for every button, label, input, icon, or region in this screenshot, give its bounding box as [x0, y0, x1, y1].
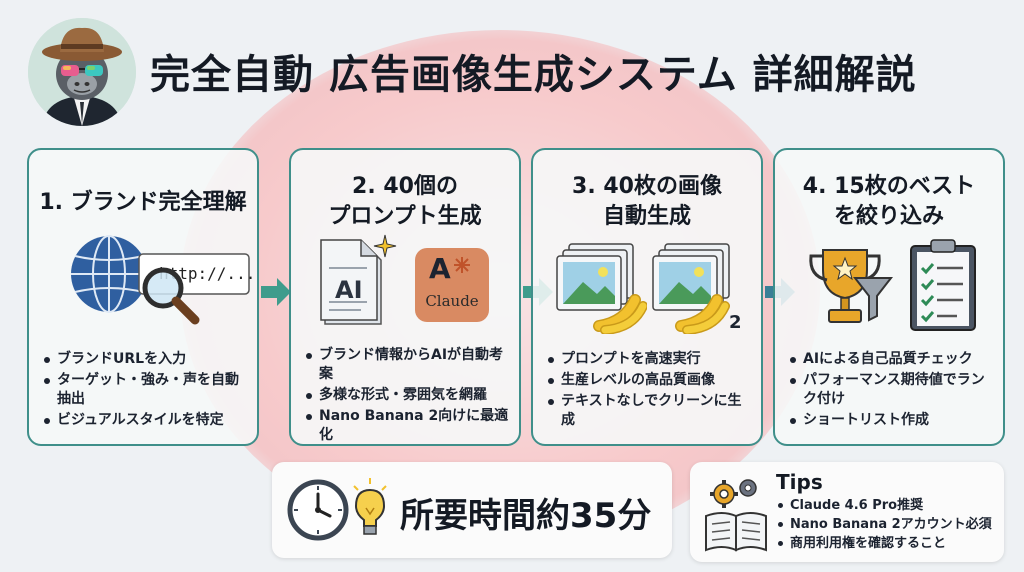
image-stack-icon: [556, 243, 647, 334]
sparkle-icon: [373, 234, 397, 258]
header: 完全自動 広告画像生成システム 詳細解説: [0, 0, 1024, 140]
time-panel: 所要時間約35分: [272, 462, 672, 558]
step-card-2: 2. 40個の プロンプト生成 AI A Claude ブラン: [289, 148, 521, 446]
list-item: ビジュアルスタイルを特定: [41, 411, 251, 430]
list-item: プロンプトを高速実行: [545, 350, 755, 369]
list-item: ショートリスト作成: [787, 411, 997, 430]
step-card-3: 3. 40枚の画像 自動生成 2: [531, 148, 763, 446]
gears-icon: [705, 479, 767, 552]
arrow-right-icon: [261, 278, 291, 306]
gorilla-avatar-icon: [28, 18, 136, 126]
globe-icon: [71, 235, 250, 313]
list-item: Nano Banana 2向けに最適化: [303, 407, 513, 445]
list-item: パフォーマンス期待値でランク付け: [787, 371, 997, 409]
step-2-title-line-2: プロンプト生成: [328, 204, 482, 229]
step-1-bullets: ブランドURLを入力 ターゲット・強み・声を自動抽出 ビジュアルスタイルを特定: [41, 350, 251, 432]
magnifier-icon: [142, 267, 200, 325]
book-icon: [705, 512, 767, 552]
step-2-bullets: ブランド情報からAIが自動考案 多様な形式・雰囲気を網羅 Nano Banana…: [303, 346, 513, 447]
step-4-title-line-1: 4. 15枚のベスト: [802, 174, 976, 199]
tips-panel: Tips Claude 4.6 Pro推奨 Nano Banana 2アカウント…: [690, 462, 1004, 562]
step-3-illustration: 2: [533, 234, 761, 354]
step-2-title: 2. 40個の プロンプト生成: [291, 172, 519, 232]
step-1-title: 1. ブランド完全理解: [29, 188, 257, 218]
trophy-icon: [809, 249, 881, 323]
step-3-bullets: プロンプトを高速実行 生産レベルの高品質画像 テキストなしでクリーンに生成: [545, 350, 755, 432]
list-item: 商用利用権を確認すること: [776, 534, 992, 553]
url-bar-text: http://...: [159, 264, 256, 283]
page-title: 完全自動 広告画像生成システム 詳細解説: [150, 52, 917, 98]
step-1-title-line-1: 1. ブランド完全理解: [39, 190, 247, 215]
list-item: Claude 4.6 Pro推奨: [776, 496, 992, 515]
clock-icon: [287, 479, 349, 541]
list-item: ブランド情報からAIが自動考案: [303, 346, 513, 384]
step-3-title-line-1: 3. 40枚の画像: [572, 174, 722, 199]
list-item: AIによる自己品質チェック: [787, 350, 997, 369]
step-4-title: 4. 15枚のベスト を絞り込み: [775, 172, 1003, 232]
funnel-icon: [853, 277, 893, 322]
list-item: テキストなしでクリーンに生成: [545, 392, 755, 430]
step-1-illustration: http://...: [29, 234, 257, 354]
step-card-4: 4. 15枚のベスト を絞り込み AIによる自己: [773, 148, 1005, 446]
step-4-illustration: [775, 234, 1003, 354]
step-3-title-line-2: 自動生成: [602, 204, 691, 229]
list-item: 生産レベルの高品質画像: [545, 371, 755, 390]
step-card-1: 1. ブランド完全理解 http://... ブランドURLを入力 ターゲット・…: [27, 148, 259, 446]
step-4-title-line-2: を絞り込み: [833, 204, 944, 229]
step-3-title: 3. 40枚の画像 自動生成: [533, 172, 761, 232]
ai-label: AI: [335, 276, 363, 304]
list-item: ブランドURLを入力: [41, 350, 251, 369]
image-stack-icon: [652, 243, 730, 334]
step-2-title-line-1: 2. 40個の: [352, 174, 458, 199]
ai-document-icon: [320, 239, 382, 325]
step-4-bullets: AIによる自己品質チェック パフォーマンス期待値でランク付け ショートリスト作成: [787, 350, 997, 432]
tips-list: Claude 4.6 Pro推奨 Nano Banana 2アカウント必須 商用…: [776, 496, 992, 553]
list-item: 多様な形式・雰囲気を網羅: [303, 386, 513, 405]
list-item: ターゲット・強み・声を自動抽出: [41, 371, 251, 409]
list-item: Nano Banana 2アカウント必須: [776, 515, 992, 534]
claude-label: Claude: [425, 292, 479, 310]
lightbulb-icon: [353, 478, 387, 535]
step-2-illustration: AI A Claude: [291, 234, 519, 354]
tips-title: Tips: [776, 470, 823, 494]
claude-logo-icon: A Claude: [415, 248, 489, 322]
time-required-text: 所要時間約35分: [400, 496, 652, 536]
version-badge: 2: [729, 312, 742, 333]
checklist-icon: [910, 239, 976, 331]
